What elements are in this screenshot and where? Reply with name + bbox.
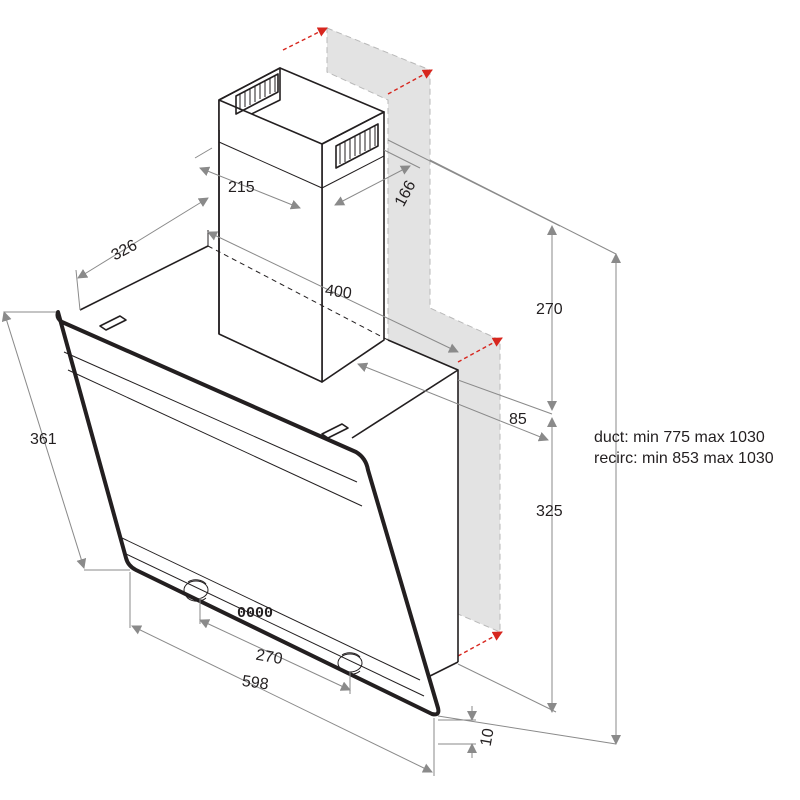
dim-label-hood-width: 598 [241,673,270,694]
dim-label-upper-height: 270 [536,301,563,318]
note-recirculating: recirc: min 853 max 1030 [594,450,774,467]
height-notes: duct: min 775 max 1030 recirc: min 853 m… [594,429,774,467]
display-readout: 0000 [237,605,273,622]
hood-right-edge [387,339,459,662]
note-ducted: duct: min 775 max 1030 [594,429,765,446]
dim-label-wall-offset: 85 [509,411,527,428]
control-knob-left[interactable] [183,579,209,602]
dimension-lines [1,139,621,776]
chimney-top-edge [218,67,385,145]
hood-bottom-right-edge [429,661,459,677]
clearance-arrow-top-left [282,27,328,51]
glass-band-top [63,351,358,483]
clearance-arrows [282,27,503,657]
vent-grille-left [235,73,279,115]
dim-label-top-depth: 326 [109,237,141,265]
clearance-arrow-mid [457,337,503,363]
bracket-right [321,423,349,439]
dim-label-chimney-width: 215 [228,179,255,196]
glass-panel [55,310,441,717]
control-knob-right[interactable] [337,652,363,675]
dim-label-lower-height: 325 [536,503,563,520]
dim-label-bottom-thickness: 10 [478,727,498,748]
dimension-labels: 215 166 326 400 270 85 325 361 270 598 1… [30,178,563,748]
vent-grille-right [335,123,379,169]
chimney-front-face [218,99,323,383]
dim-label-side-depth: 361 [30,431,57,448]
glass-band-top-2 [67,369,363,507]
bracket-left [99,315,127,331]
dim-label-top-width: 400 [324,282,353,303]
clearance-arrow-top-right [387,69,433,95]
glass-band-bottom-2 [125,553,425,697]
glass-panel-outline [55,310,441,717]
dim-label-control-spacing: 270 [254,647,283,668]
clearance-arrow-bottom [457,631,503,657]
hood-top-right-edge [351,369,459,439]
hood-top-left-edge [79,245,209,311]
chimney-joint-line [218,141,323,189]
chimney-right-face [321,111,385,383]
chimney [218,67,385,383]
